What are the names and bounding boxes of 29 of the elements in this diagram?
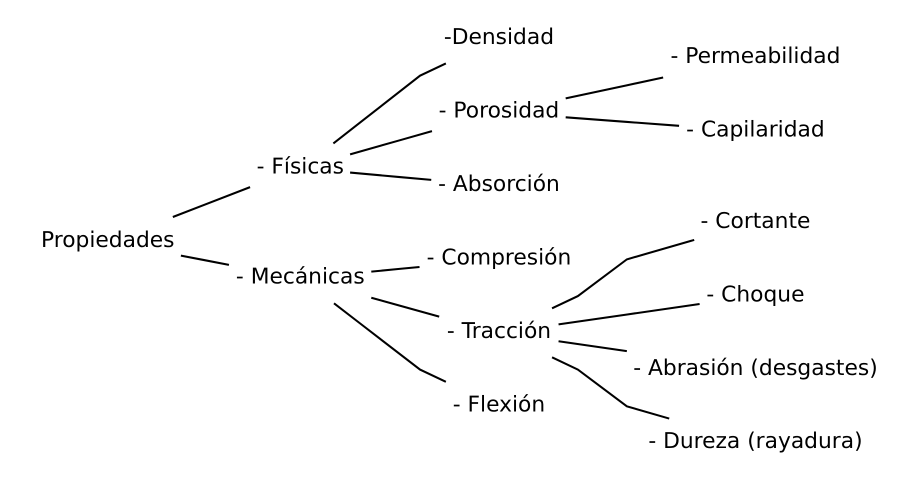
connector: [332, 302, 446, 382]
connector: [370, 296, 439, 318]
node-text: - Capilaridad: [686, 117, 824, 142]
connector: [564, 76, 663, 99]
connector: [350, 171, 431, 180]
node-text: - Dureza (rayadura): [648, 428, 862, 454]
node-text: Propiedades: [40, 227, 174, 252]
connector: [558, 340, 626, 352]
node-text: - Cortante: [700, 208, 810, 234]
node-text: -Densidad: [443, 24, 554, 50]
node-text: - Choque: [706, 282, 804, 307]
connector: [172, 186, 250, 218]
connector: [370, 265, 420, 272]
node-text: - Porosidad: [438, 98, 559, 124]
node-text: - Mecánicas: [235, 264, 364, 290]
connector: [551, 356, 669, 420]
node-text: - Abrasión (desgastes): [632, 355, 878, 380]
connector: [558, 302, 700, 325]
connector: [565, 116, 679, 126]
node-text: - Flexión: [452, 392, 545, 417]
node-text: - Compresión: [426, 245, 571, 270]
connector: [332, 62, 446, 144]
node-text: - Tracción: [446, 318, 551, 344]
connector: [180, 254, 229, 266]
connector: [349, 130, 432, 155]
connector: [551, 238, 694, 309]
node-text: - Físicas: [256, 154, 344, 179]
node-text: - Permeabilidad: [670, 44, 840, 69]
node-text: - Absorción: [438, 172, 560, 197]
